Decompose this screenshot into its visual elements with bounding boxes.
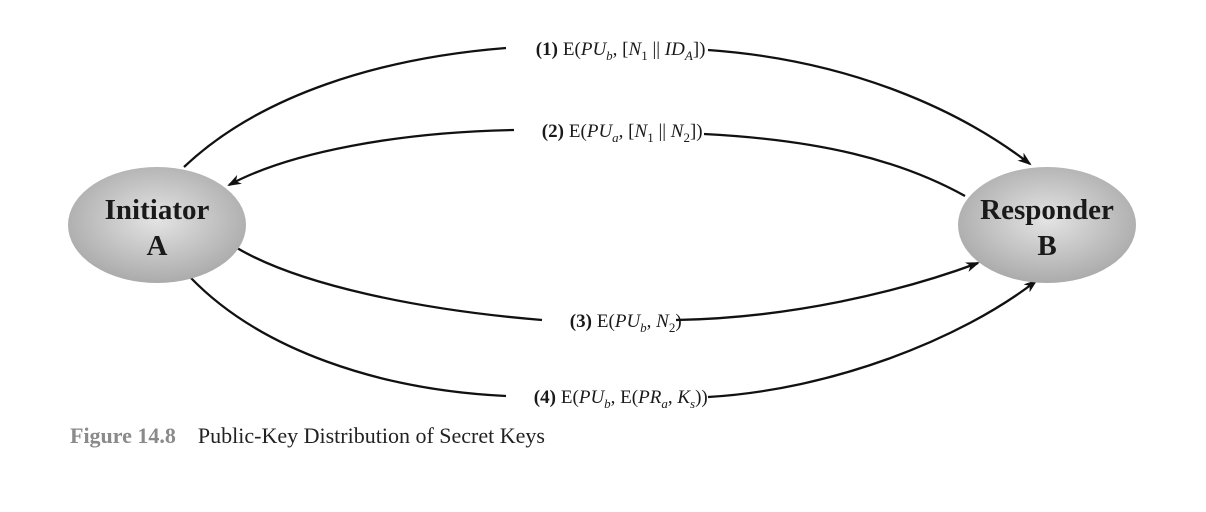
responder-ellipse bbox=[958, 167, 1136, 283]
message-2-nonce1: N bbox=[634, 121, 649, 142]
figure-title: Public-Key Distribution of Secret Keys bbox=[197, 423, 545, 448]
initiator-node: Initiator A bbox=[68, 167, 246, 283]
message-1-label: (1)E(PUb, [N1 || IDA]) bbox=[512, 39, 720, 63]
message-4-key: PU bbox=[578, 387, 606, 408]
message-2-nonce1-sub: 1 bbox=[647, 130, 654, 145]
message-3-nonce: N bbox=[655, 311, 670, 332]
message-2-key-sub: a bbox=[612, 130, 619, 145]
message-1-key: PU bbox=[580, 39, 608, 60]
message-2-sep: , [ bbox=[619, 121, 635, 142]
message-4-inner-key-sub: a bbox=[661, 396, 668, 411]
responder-id: B bbox=[1037, 230, 1056, 262]
message-4-secret-sub: s bbox=[690, 396, 695, 411]
message-1-id-sub: A bbox=[684, 48, 693, 63]
message-2-number: (2) bbox=[542, 121, 564, 142]
message-4-key-sub: b bbox=[604, 396, 611, 411]
message-4-func: E( bbox=[561, 387, 579, 408]
message-1-nonce-sub: 1 bbox=[641, 48, 648, 63]
message-4-arrow bbox=[189, 276, 507, 398]
message-4-secret: K bbox=[676, 387, 691, 408]
initiator-ellipse bbox=[68, 167, 246, 283]
message-1-close: ]) bbox=[693, 39, 706, 60]
message-4-sep2: , bbox=[668, 387, 678, 408]
message-4-label: (4)E(PUb, E(PRa, Ks)) bbox=[510, 387, 722, 411]
message-1-concat: || bbox=[648, 39, 665, 60]
message-4-number: (4) bbox=[534, 387, 556, 408]
message-2-func: E( bbox=[569, 121, 587, 142]
message-4-sep: , E( bbox=[611, 387, 638, 408]
message-3-func: E( bbox=[597, 311, 615, 332]
responder-node: Responder B bbox=[958, 167, 1136, 283]
message-2-nonce2: N bbox=[670, 121, 685, 142]
message-3-nonce-sub: 2 bbox=[669, 320, 676, 335]
message-1-number: (1) bbox=[536, 39, 558, 60]
initiator-label: Initiator bbox=[105, 194, 210, 226]
message-1-nonce: N bbox=[628, 39, 643, 60]
message-2-nonce2-sub: 2 bbox=[683, 130, 690, 145]
message-2-arrow-tail bbox=[227, 128, 515, 187]
message-4-close: )) bbox=[695, 387, 708, 408]
message-2-concat: || bbox=[654, 121, 671, 142]
message-4-inner-key: PR bbox=[637, 387, 662, 408]
message-3-number: (3) bbox=[570, 311, 592, 332]
message-3-arrow-tail bbox=[675, 261, 980, 322]
message-4-arrow-tail bbox=[707, 279, 1038, 399]
message-1-arrow-tail bbox=[707, 48, 1032, 166]
message-3-sep: , bbox=[647, 311, 657, 332]
message-2-label: (2)E(PUa, [N1 || N2]) bbox=[518, 121, 717, 145]
responder-label: Responder bbox=[980, 194, 1114, 226]
message-2-key: PU bbox=[586, 121, 614, 142]
message-3-key-sub: b bbox=[640, 320, 647, 335]
message-1-sep: , [ bbox=[613, 39, 629, 60]
message-2-arrow bbox=[703, 132, 966, 198]
message-3-close: ) bbox=[675, 311, 681, 332]
message-1-arrow bbox=[183, 46, 507, 168]
message-3-label: (3)E(PUb, N2) bbox=[546, 311, 696, 335]
initiator-id: A bbox=[147, 230, 168, 262]
message-3-arrow bbox=[236, 247, 543, 322]
message-1-id: ID bbox=[664, 39, 685, 60]
message-1-key-sub: b bbox=[606, 48, 613, 63]
message-2-close: ]) bbox=[690, 121, 703, 142]
figure-number: Figure 14.8 bbox=[70, 423, 176, 448]
figure-caption: Figure 14.8 Public-Key Distribution of Se… bbox=[70, 423, 545, 449]
message-3-key: PU bbox=[614, 311, 642, 332]
message-1-func: E( bbox=[563, 39, 581, 60]
